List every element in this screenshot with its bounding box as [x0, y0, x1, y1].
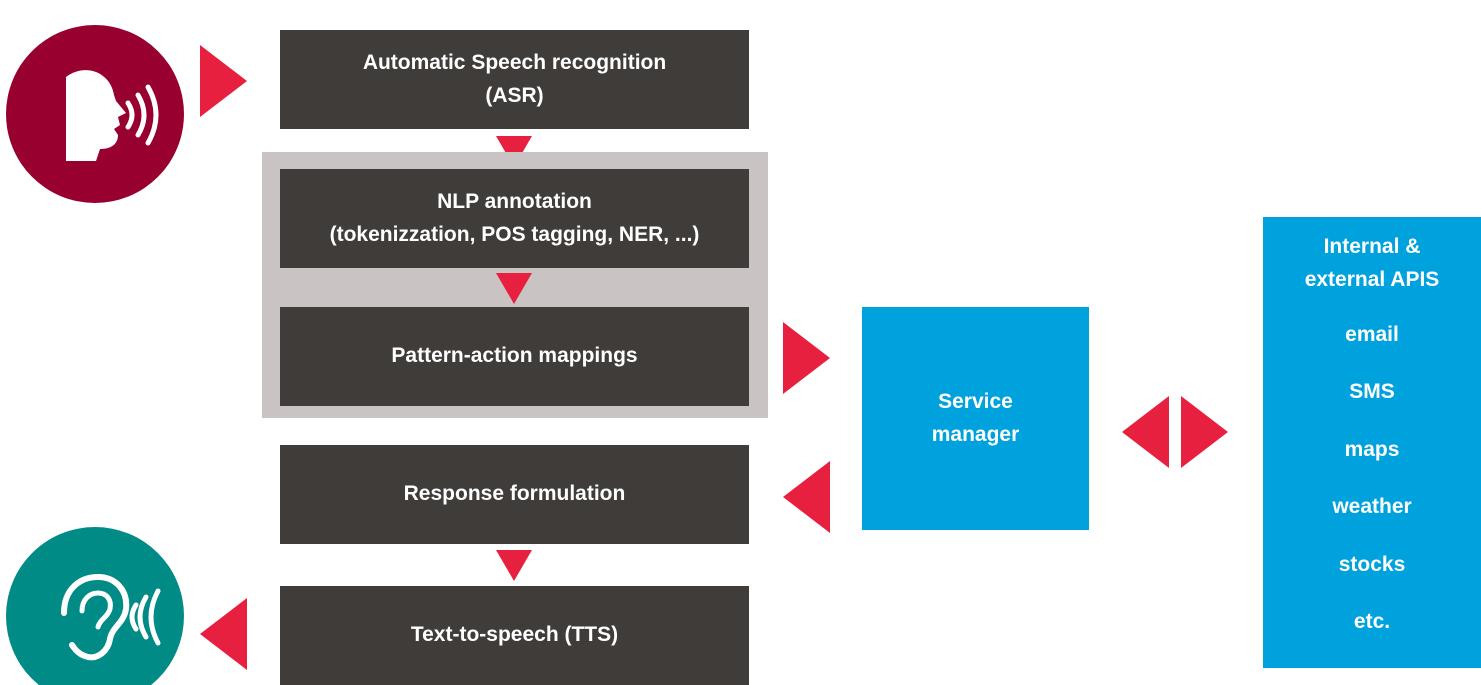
asr-abbrev: (ASR)	[485, 83, 544, 107]
api-item-sms: SMS	[1349, 380, 1395, 403]
arrow-nlp-to-pattern	[496, 273, 532, 304]
asr-box: Automatic Speech recognition (ASR)	[280, 30, 749, 129]
service-manager-line2: manager	[931, 422, 1020, 446]
tts-label: Text-to-speech (TTS)	[410, 623, 619, 647]
api-item-maps: maps	[1344, 438, 1400, 461]
apis-title: Internal & external APIS	[1263, 231, 1481, 296]
asr-label: Automatic Speech recognition	[362, 50, 667, 74]
pattern-action-box: Pattern-action mappings	[280, 307, 749, 406]
arrow-pattern-to-service	[783, 322, 830, 394]
apis-title-line2: external APIS	[1304, 267, 1440, 291]
speaking-head-icon	[6, 25, 184, 203]
api-item-weather: weather	[1332, 495, 1412, 518]
nlp-annotation-box: NLP annotation (tokenizzation, POS taggi…	[280, 169, 749, 268]
api-item-email: email	[1345, 323, 1399, 346]
apis-box: Internal & external APIS email SMS maps …	[1263, 217, 1481, 668]
nlp-label: NLP annotation	[437, 189, 592, 213]
response-formulation-box: Response formulation	[280, 445, 749, 544]
pattern-label: Pattern-action mappings	[391, 344, 638, 368]
service-manager-box: Service manager	[862, 307, 1089, 530]
api-item-stocks: stocks	[1338, 553, 1406, 576]
arrow-service-to-response	[783, 461, 830, 533]
service-manager-line1: Service	[938, 389, 1013, 413]
nlp-detail: (tokenizzation, POS tagging, NER, ...)	[329, 222, 700, 246]
arrow-apis-to-service	[1122, 396, 1169, 468]
response-label: Response formulation	[403, 482, 626, 506]
arrow-speaker-to-asr	[200, 45, 247, 117]
api-item-etc: etc.	[1353, 610, 1391, 633]
arrow-tts-to-listener	[200, 598, 247, 670]
tts-box: Text-to-speech (TTS)	[280, 586, 749, 685]
ear-listening-icon	[6, 527, 184, 685]
apis-title-line1: Internal &	[1323, 235, 1421, 258]
arrow-response-to-tts	[496, 550, 532, 581]
arrow-service-to-apis	[1181, 396, 1228, 468]
